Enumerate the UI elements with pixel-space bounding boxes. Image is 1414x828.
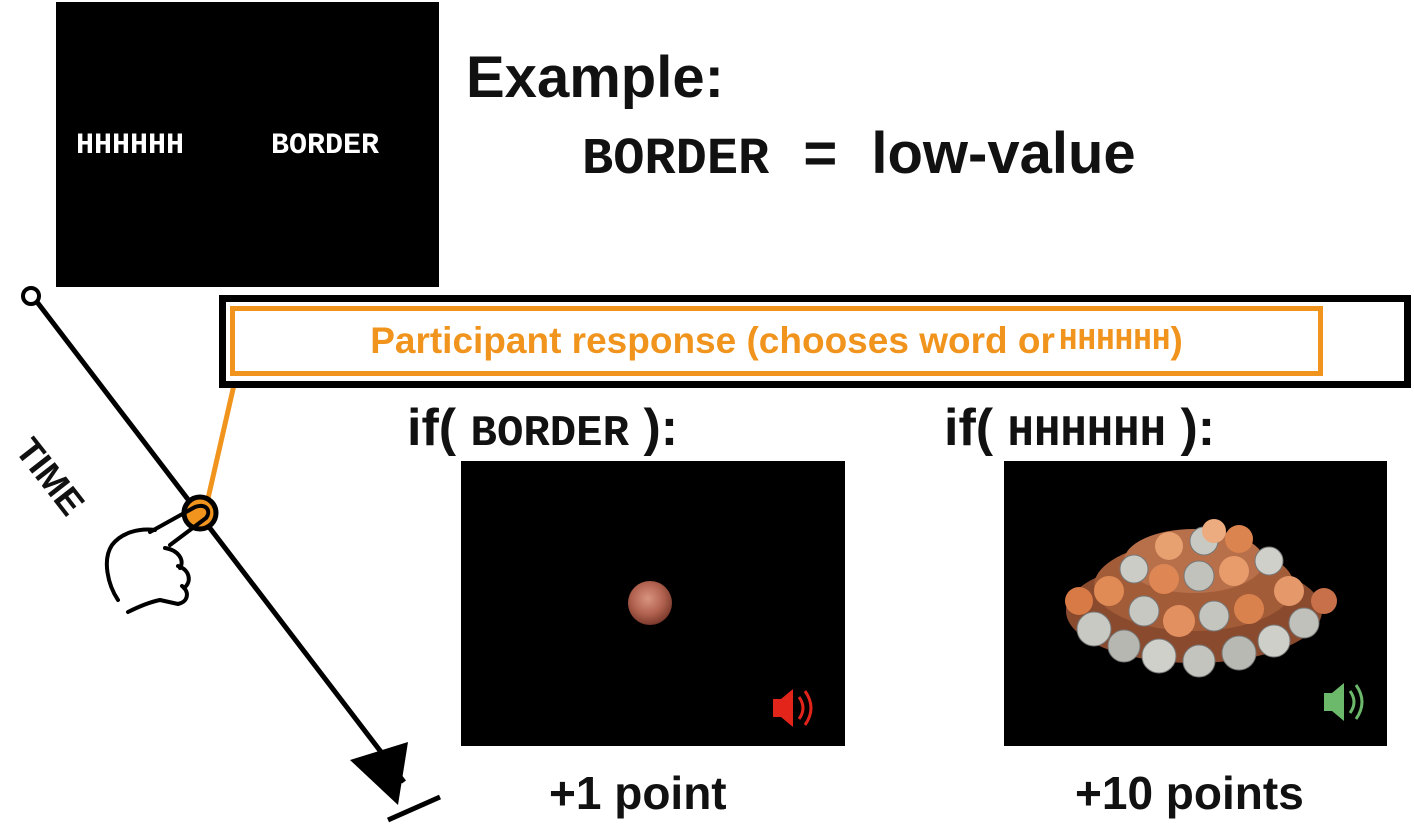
stimulus-screen: HHHHHH BORDER: [56, 2, 439, 287]
example-value-label: low-value: [871, 121, 1136, 186]
time-end-tick: [386, 794, 442, 823]
response-connector: [204, 375, 239, 504]
speaker-icon: [773, 689, 813, 727]
condition-prefix: if(: [944, 399, 994, 457]
points-label-low: +1 point: [549, 767, 727, 819]
stimulus-right-text: BORDER: [271, 129, 380, 163]
single-penny: [628, 581, 672, 625]
example-equals: =: [803, 121, 838, 186]
condition-prefix: if(: [407, 399, 457, 457]
outcome-screen-low: [461, 461, 845, 746]
condition-word: HHHHHH: [1007, 409, 1166, 459]
outcome-condition-2: if( HHHHHH ):: [944, 398, 1215, 459]
time-start-node: [21, 286, 41, 306]
example-word: BORDER: [582, 130, 770, 189]
time-axis-line: [32, 296, 406, 784]
response-mono-word: HHHHHH: [1058, 323, 1171, 359]
response-close: ): [1170, 320, 1183, 361]
outcome-screen-high: [1004, 461, 1387, 746]
example-equation: BORDER = low-value: [582, 120, 1136, 189]
outcome-condition-1: if( BORDER ):: [407, 398, 678, 459]
stimulus-left-text: HHHHHH: [76, 129, 185, 163]
coin-pile: [1065, 519, 1364, 721]
pointing-hand-icon: [104, 503, 211, 614]
response-label: Participant response (chooses word or: [370, 320, 1055, 361]
points-label-high: +10 points: [1075, 767, 1304, 819]
speaker-icon: [1324, 683, 1364, 721]
example-title: Example:: [466, 45, 724, 110]
condition-word: BORDER: [470, 409, 629, 459]
condition-suffix: ):: [1180, 399, 1216, 457]
response-box: Participant response (chooses word or HH…: [230, 306, 1323, 376]
condition-suffix: ):: [643, 399, 679, 457]
time-arrow-head: [350, 742, 408, 805]
